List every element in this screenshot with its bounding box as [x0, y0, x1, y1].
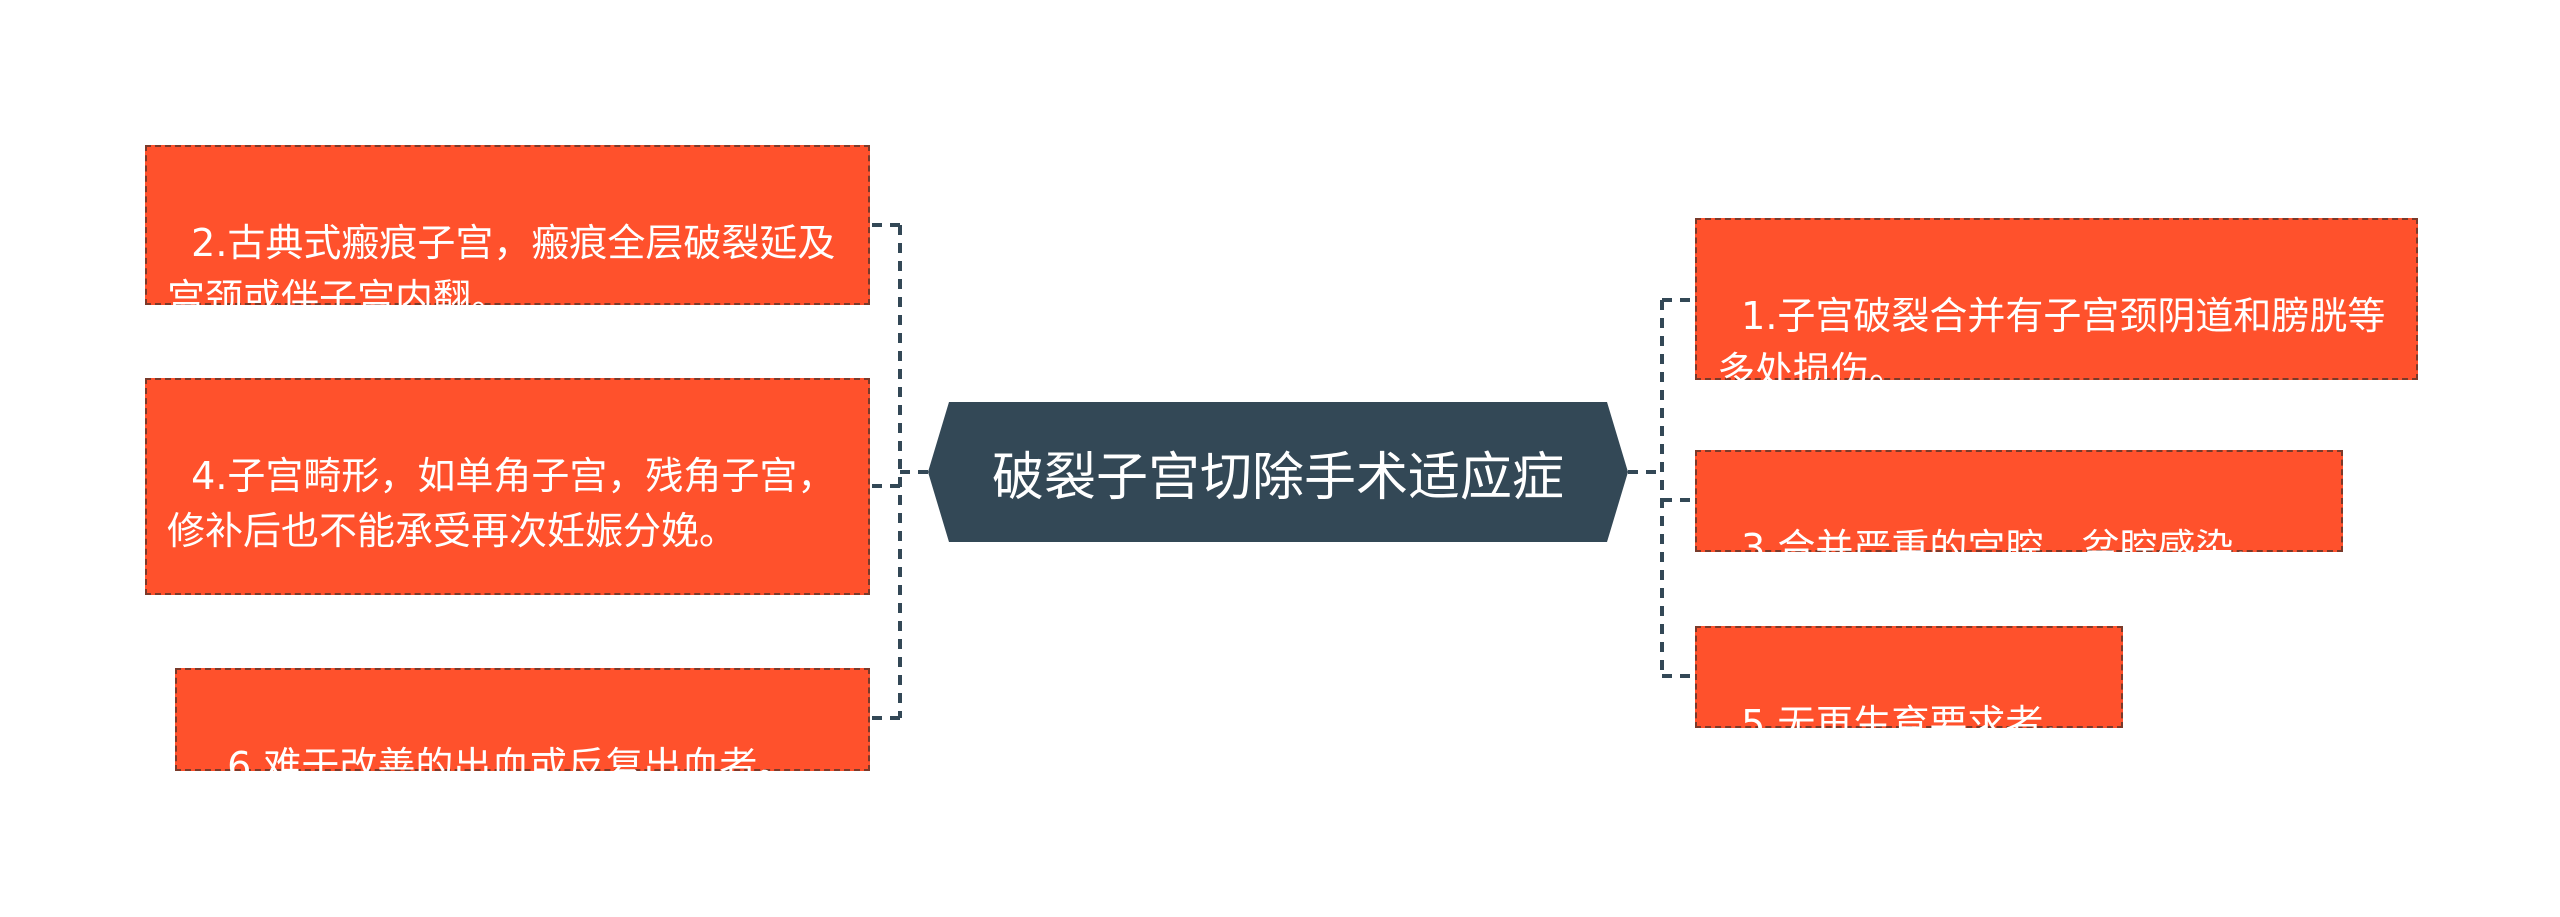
- topic-node-6[interactable]: 6.难于改善的出血或反复出血者。: [175, 668, 870, 788]
- topic-node-1[interactable]: 1.子宫破裂合并有子宫颈阴道和膀胱等多处损伤。: [1695, 218, 2418, 393]
- topic-node-label: 5.无再生育要求者。: [1741, 702, 2082, 747]
- central-topic-label: 破裂子宫切除手术适应症: [991, 447, 1564, 508]
- topic-node-label: 2.古典式瘢痕子宫，瘢痕全层破裂延及宫颈或伴子宫内翻。: [167, 221, 836, 321]
- topic-node-3[interactable]: 3.合并严重的宫腔、盆腔感染。: [1695, 450, 2343, 570]
- topic-node-2[interactable]: 2.古典式瘢痕子宫，瘢痕全层破裂延及宫颈或伴子宫内翻。: [145, 145, 870, 320]
- topic-node-5[interactable]: 5.无再生育要求者。: [1695, 626, 2123, 746]
- topic-node-4[interactable]: 4.子宫畸形，如单角子宫，残角子宫，修补后也不能承受再次妊娠分娩。: [145, 378, 870, 595]
- topic-node-label: 1.子宫破裂合并有子宫颈阴道和膀胱等多处损伤。: [1717, 294, 2386, 394]
- central-topic[interactable]: 破裂子宫切除手术适应症: [928, 402, 1628, 542]
- topic-node-label: 3.合并严重的宫腔、盆腔感染。: [1741, 526, 2272, 571]
- topic-node-label: 6.难于改善的出血或反复出血者。: [227, 744, 796, 789]
- topic-node-label: 4.子宫畸形，如单角子宫，残角子宫，修补后也不能承受再次妊娠分娩。: [167, 454, 836, 554]
